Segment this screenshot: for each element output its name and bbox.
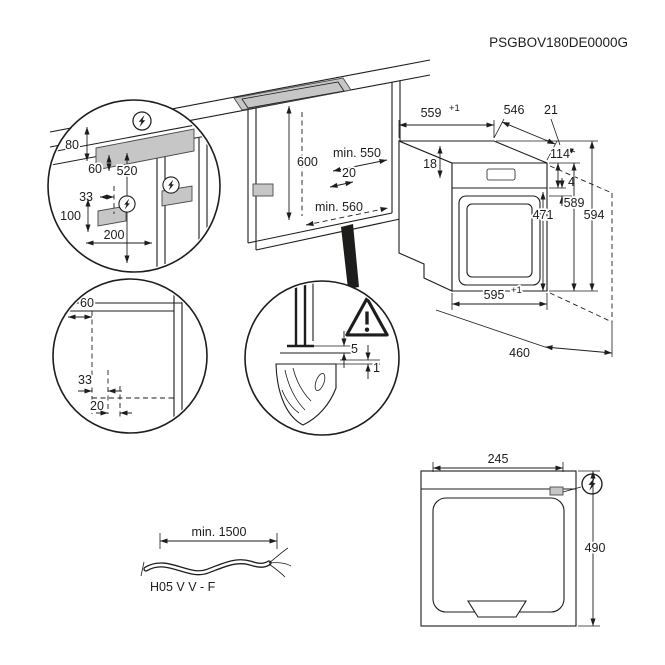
oven-isometric-view: 18 559 +1 546 21 114 4 471 589 5 xyxy=(398,101,613,362)
dim-label-490: 490 xyxy=(585,541,606,555)
power-connection-icon xyxy=(581,473,603,495)
clearance-detail: 5 1 xyxy=(244,280,400,436)
dim-label-595: 595 xyxy=(484,288,505,302)
dim-label-niche-width: min. 560 xyxy=(315,200,363,214)
dim-label-460: 460 xyxy=(509,346,530,360)
dim-label-471: 471 xyxy=(533,208,554,222)
dim-label-corner-33: 33 xyxy=(78,373,92,387)
oven-door-window xyxy=(466,203,533,278)
dim-label-520: 520 xyxy=(117,164,138,178)
power-connection-icon xyxy=(162,176,180,194)
dim-label-559-tol: +1 xyxy=(449,103,460,114)
dim-label-559: 559 xyxy=(421,106,442,120)
dim-label-589: 589 xyxy=(564,196,585,210)
wood-section xyxy=(275,363,337,426)
cable-type-label: H05 V V - F xyxy=(150,580,216,594)
mains-box xyxy=(252,183,274,197)
dim-label-18: 18 xyxy=(423,157,437,171)
dim-label-200: 200 xyxy=(104,228,125,242)
oven-door xyxy=(458,195,541,286)
oven-display xyxy=(486,168,516,181)
dim-label-245: 245 xyxy=(488,452,509,466)
dim-label-80: 80 xyxy=(65,138,79,152)
power-connection-icon xyxy=(118,195,136,213)
dim-label-594: 594 xyxy=(584,208,605,222)
cabinet-isometric-view: 600 min. 550 20 min. 560 xyxy=(49,59,431,289)
dim-label-gap-5: 5 xyxy=(351,342,358,356)
oven-top-view: 245 490 xyxy=(420,450,607,627)
dim-label-60: 60 xyxy=(88,162,102,176)
dim-label-546: 546 xyxy=(504,103,525,117)
mains-cable-drawing: min. 1500 H05 V V - F xyxy=(140,523,292,596)
dim-label-corner-20: 20 xyxy=(90,399,104,413)
dim-label-niche-depth: min. 550 xyxy=(333,146,381,160)
dim-label-corner-60: 60 xyxy=(80,296,94,310)
dim-label-595-tol: +1 xyxy=(511,285,522,296)
power-connection-icon xyxy=(132,111,152,131)
dim-label-114: 114 xyxy=(550,147,570,161)
drawing-code: PSGBOV180DE0000G xyxy=(489,35,628,50)
power-connection-detail: 80 60 520 33 100 200 xyxy=(47,99,221,273)
dim-label-cable-length: min. 1500 xyxy=(192,525,247,539)
connection-point xyxy=(549,486,564,496)
dim-label-100: 100 xyxy=(60,209,81,223)
dim-label-21: 21 xyxy=(544,103,558,117)
detail-callout-wedge xyxy=(341,224,359,289)
dim-label-rear-offset: 20 xyxy=(342,166,356,180)
dim-label-gap-1: 1 xyxy=(373,361,380,375)
dim-label-niche-height: 600 xyxy=(297,155,318,169)
corner-detail: 60 33 20 xyxy=(52,278,208,434)
hob-cutout xyxy=(233,77,352,111)
dim-label-33: 33 xyxy=(79,190,93,204)
